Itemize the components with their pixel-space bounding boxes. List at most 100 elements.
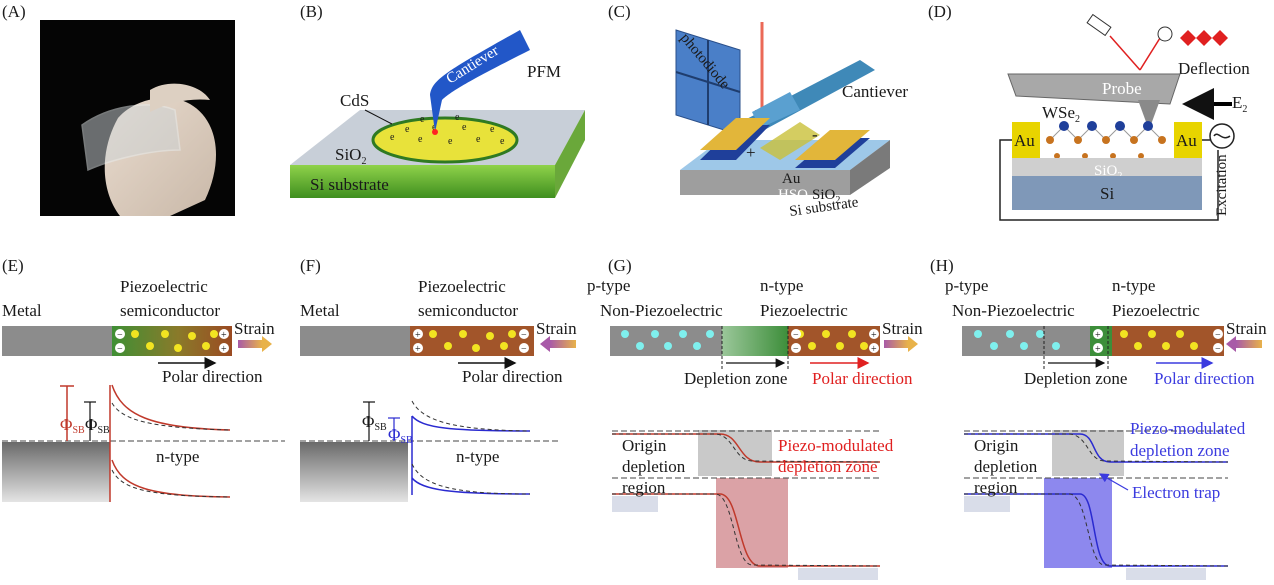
- si-substrate-side: [555, 110, 585, 198]
- svg-text:e: e: [420, 114, 425, 125]
- lattice-atoms: [1046, 121, 1166, 159]
- incident-beam: [1109, 35, 1141, 71]
- vb-g-original: [612, 493, 881, 567]
- svg-text:+: +: [221, 330, 227, 341]
- polar-f-label: Polar direction: [462, 367, 563, 386]
- vb-f-original: [411, 463, 531, 495]
- deflection-signal-3: [1212, 30, 1228, 46]
- nanowire-array: [760, 122, 820, 160]
- svg-text:+: +: [221, 344, 227, 355]
- panel-e: (E) Metal Piezoelectric semiconductor −−…: [2, 256, 285, 502]
- svg-text:e: e: [448, 136, 453, 147]
- phi-f-black-label: ΦSB: [362, 412, 387, 433]
- charges-h: ++−−: [1093, 329, 1223, 355]
- au-left-label: Au: [1014, 131, 1035, 150]
- panel-f: (F) Metal Piezoelectric semiconductor ++…: [300, 256, 577, 502]
- svg-text:+: +: [871, 330, 877, 341]
- panel-d-label: (D): [928, 2, 952, 21]
- svg-text:+: +: [415, 344, 421, 355]
- panel-b-label: (B): [300, 2, 323, 21]
- si-substrate-c-side: [850, 140, 890, 195]
- panel-a: (A): [2, 2, 235, 216]
- ntype-g-label: n-type: [760, 276, 803, 295]
- cb-e-modulated: [111, 384, 231, 431]
- modulated-h-line1: Piezo-modulated: [1130, 419, 1246, 438]
- svg-text:e: e: [462, 122, 467, 133]
- nonpiezo-g-label: Non-Piezoelectric: [600, 301, 723, 320]
- charges-f: ++−−: [413, 329, 529, 355]
- strain-g-arrowhead: [908, 336, 918, 352]
- modulated-depletion-g-box: [716, 478, 788, 568]
- metal-f-band: [300, 442, 408, 502]
- origin-h-line1: Origin: [974, 436, 1019, 455]
- sio2-layer-d: [1012, 158, 1202, 176]
- au-left-electrode: [1012, 122, 1040, 158]
- strain-h-arrowhead: [1226, 336, 1236, 352]
- nonpiezo-h-label: Non-Piezoelectric: [952, 301, 1075, 320]
- ptype-g-label: p-type: [587, 276, 630, 295]
- cb-h-original: [964, 433, 1229, 463]
- probe-tip: [1138, 100, 1160, 130]
- wse2-label: WSe2: [1042, 103, 1080, 125]
- origin-g-line3: region: [622, 478, 666, 497]
- si-substrate-front: [290, 165, 555, 198]
- charges-e: −−++: [115, 329, 229, 355]
- modulated-g-line2: depletion zone: [778, 457, 878, 476]
- cb-e-original: [111, 402, 231, 431]
- plus-sign: +: [746, 143, 756, 162]
- ac-wave-icon: [1213, 133, 1231, 139]
- sio2-c-label: SiO2: [812, 187, 840, 206]
- strain-h-label: Strain: [1226, 319, 1267, 338]
- svg-text:e: e: [455, 112, 460, 123]
- strain-f-arrow: [550, 340, 576, 348]
- carriers-f: [429, 330, 516, 352]
- svg-text:−: −: [1215, 330, 1221, 341]
- piezo-h-label: Piezoelectric: [1112, 301, 1200, 320]
- semi-f-line1: Piezoelectric: [418, 277, 506, 296]
- depletion-h-label: Depletion zone: [1024, 369, 1127, 388]
- cb-g-original: [612, 433, 881, 463]
- modulated-depletion-h-box: [1044, 478, 1112, 568]
- panel-c: (C) photodiode Cantiever + - Au HSQ SiO2…: [608, 2, 908, 220]
- electron-trap-arrow: [1098, 473, 1129, 491]
- origin-h-line3: region: [974, 478, 1018, 497]
- minus-sign: -: [812, 125, 818, 144]
- strain-e-arrow: [238, 340, 262, 348]
- charges-g: −−++: [791, 329, 879, 355]
- svg-text:−: −: [793, 344, 799, 355]
- cds-film: [371, 116, 519, 164]
- metal-f-label: Metal: [300, 301, 340, 320]
- panel-h: (H) p-type n-type Non-Piezoelectric Piez…: [930, 256, 1267, 580]
- probe-label: Probe: [1102, 79, 1142, 98]
- sio2-label: SiO2: [335, 145, 366, 167]
- cb-h-modulated: [964, 433, 1228, 463]
- vb-h-original: [964, 493, 1229, 567]
- ntype-f-label: n-type: [456, 447, 499, 466]
- polar-h-label: Polar direction: [1154, 369, 1255, 388]
- ntype-e-label: n-type: [156, 447, 199, 466]
- deflection-label: Deflection: [1178, 59, 1250, 78]
- band-fill-h-right: [1126, 568, 1206, 580]
- depletion-g-bar: [722, 326, 788, 356]
- panel-e-label: (E): [2, 256, 24, 275]
- cb-f-original: [411, 400, 531, 432]
- strain-h-arrow: [1236, 340, 1262, 348]
- electrode-right: [795, 130, 870, 160]
- ptype-g-bar: [610, 326, 722, 356]
- excitation-label: Excitation: [1214, 154, 1230, 216]
- strain-f-label: Strain: [536, 319, 577, 338]
- vb-f-modulated: [411, 477, 531, 495]
- polar-e-label: Polar direction: [162, 367, 263, 386]
- metal-e-bar: [2, 326, 112, 356]
- semi-f-bar: [410, 326, 534, 356]
- cds-pointer: [364, 109, 393, 125]
- svg-text:e: e: [405, 124, 410, 135]
- si-layer-d: [1012, 176, 1202, 210]
- probe-body: [1007, 73, 1181, 105]
- band-fill-g-left: [612, 496, 658, 512]
- deflection-signal-1: [1180, 30, 1196, 46]
- panel-h-label: (H): [930, 256, 954, 275]
- origin-depletion-g-box: [698, 430, 772, 476]
- cb-f-modulated: [411, 415, 531, 432]
